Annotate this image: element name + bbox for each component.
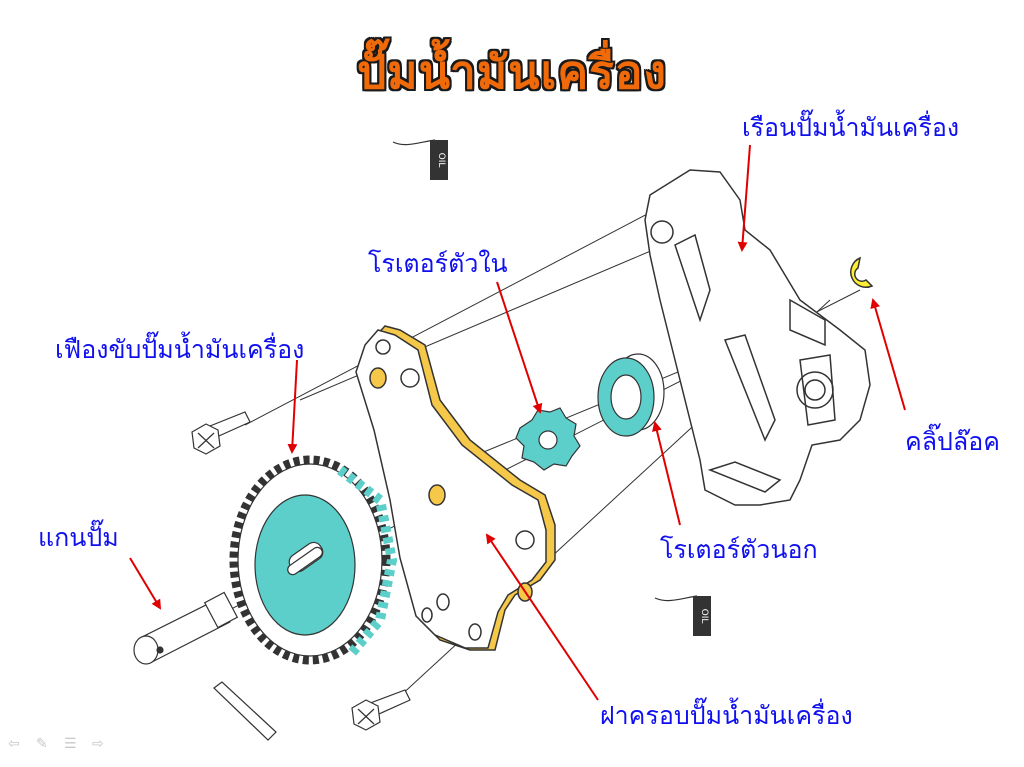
label-outer-rotor: โรเตอร์ตัวนอก <box>660 535 818 564</box>
oil-tag-upper: OIL <box>392 139 448 180</box>
arrow-housing <box>737 144 751 252</box>
upper-bolt <box>191 411 251 455</box>
label-drive-gear: เฟืองขับปั๊มน้ำมันเครื่อง <box>55 335 305 364</box>
pin <box>213 681 277 741</box>
arrow-inner-rotor <box>496 281 543 414</box>
forward-arrow-icon[interactable]: ⇨ <box>92 736 104 752</box>
arrow-cover <box>485 533 599 701</box>
label-shaft: แกนปั๊ม <box>38 523 119 552</box>
label-cover: ฝาครอบปั๊มน้ำมันเครื่อง <box>600 701 853 730</box>
svg-text:OIL: OIL <box>436 153 446 168</box>
inner-rotor <box>515 407 581 471</box>
page-title: ปั๊มน้ำมันเครื่อง <box>357 45 667 99</box>
menu-icon[interactable]: ☰ <box>64 736 77 752</box>
back-arrow-icon[interactable]: ⇦ <box>8 736 20 752</box>
slide-nav: ⇦ ✎ ☰ ⇨ <box>8 737 110 751</box>
pen-icon[interactable]: ✎ <box>36 736 48 752</box>
lower-bolt <box>351 689 411 731</box>
pump-cover <box>355 325 556 651</box>
pump-housing <box>644 169 871 506</box>
pointer-arrows <box>129 144 906 701</box>
arrow-clip <box>870 298 906 411</box>
arrow-shaft <box>129 557 162 610</box>
pump-shaft <box>133 591 239 665</box>
outer-rotor <box>597 353 665 437</box>
label-inner-rotor: โรเตอร์ตัวใน <box>368 249 508 278</box>
arrow-outer-rotor <box>652 421 681 526</box>
lock-clip <box>850 256 874 288</box>
oil-tag-lower: OIL <box>654 595 711 636</box>
label-clip: คลิ๊ปล๊อค <box>905 427 1000 456</box>
drive-gear <box>229 455 398 665</box>
label-housing: เรือนปั๊มน้ำมันเครื่อง <box>742 113 960 142</box>
arrow-drive-gear <box>287 359 298 454</box>
svg-text:OIL: OIL <box>699 609 709 624</box>
